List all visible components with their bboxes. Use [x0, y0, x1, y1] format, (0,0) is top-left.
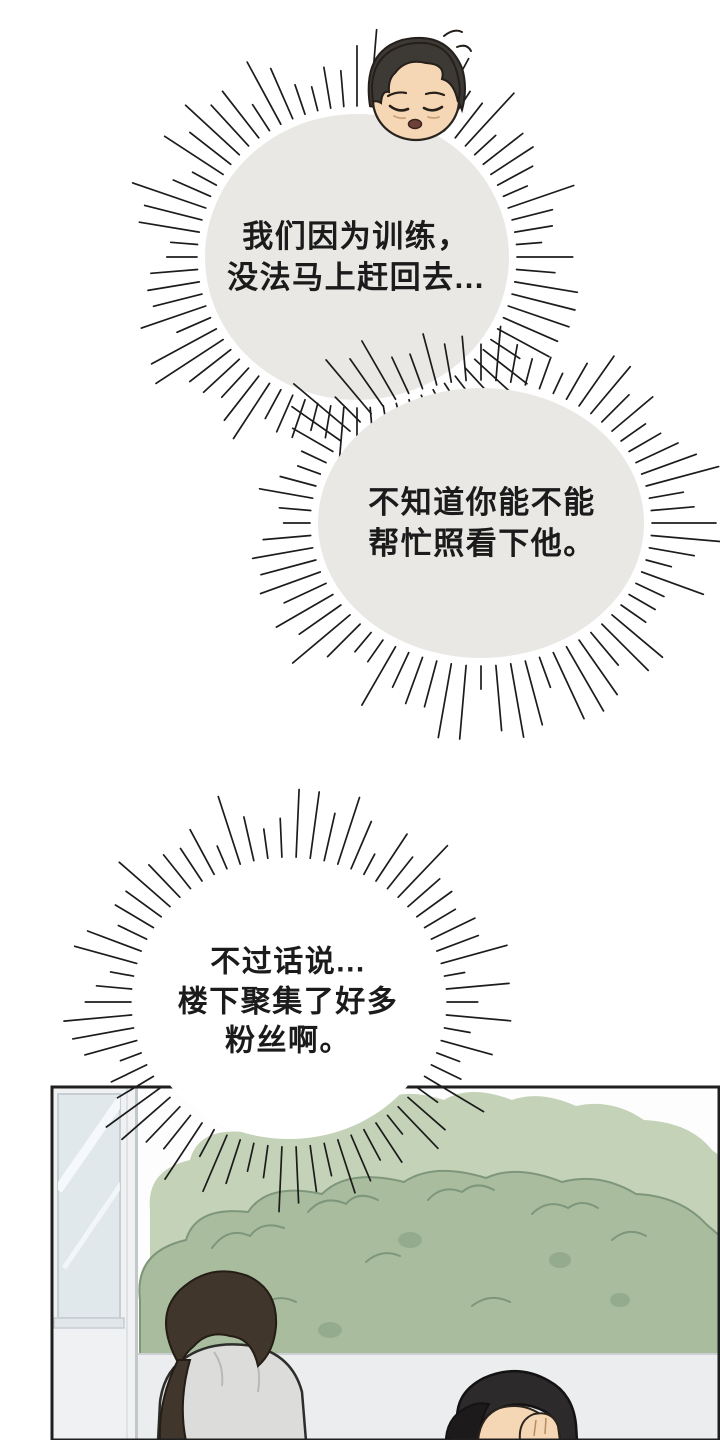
window-sill [53, 1317, 125, 1329]
fan-right-finger-line-1 [533, 1419, 537, 1437]
bush-sketch-lines [211, 1184, 647, 1309]
speech-bubble-2 [251, 325, 720, 740]
bubble-3-fill [139, 865, 439, 1139]
bubble-2-spikes [251, 325, 720, 740]
fan-left [156, 1270, 308, 1440]
caller-face-illustration [367, 29, 472, 142]
scene-panel [50, 1085, 720, 1440]
fan-left-hair-strand [158, 1359, 192, 1440]
fan-right-finger-line-2 [544, 1417, 547, 1435]
bubble-2-fill [318, 388, 644, 658]
fan-right [444, 1369, 579, 1440]
fan-left-hood-fold-1 [213, 1351, 224, 1387]
bubble-1-fill [205, 114, 509, 400]
speech-bubble-3-text: 不过话说... 楼下聚集了好多 粉丝啊。 [178, 943, 399, 1062]
fan-left-hair [165, 1270, 278, 1369]
speech-bubble-3 [63, 788, 512, 1213]
bubble-1-line-1: 我们因为训练， [242, 219, 470, 255]
caller-hair-strand-1 [443, 29, 463, 37]
building-window [57, 1093, 121, 1319]
caller-bangs [371, 41, 461, 105]
caller-eye-right [422, 105, 444, 112]
fan-left-body [156, 1343, 308, 1440]
window-reflections [58, 1095, 120, 1270]
caller-eyebag-right [427, 116, 440, 119]
bubble-3-spikes [63, 788, 512, 1213]
caller-eyebrow-left [386, 91, 408, 98]
caller-eyebag-left [393, 115, 406, 120]
bubble-1-line-2: 没法马上赶回去... [227, 260, 485, 295]
bushes-mid-layer [138, 1169, 719, 1367]
bubble-2-line-2: 帮忙照看下他。 [368, 526, 596, 561]
speech-bubble-2-text: 不知道你能不能 帮忙照看下他。 [368, 483, 596, 565]
caller-mouth [407, 118, 423, 130]
fan-right-hand [518, 1412, 561, 1440]
caller-eyebrow-right [424, 91, 446, 97]
bubble-3-line-1: 不过话说... [210, 945, 366, 979]
speech-bubble-1-text: 我们因为训练， 没法马上赶回去... [227, 217, 485, 299]
bubble-2-line-1: 不知道你能不能 [368, 485, 596, 521]
bubble-3-line-3: 粉丝啊。 [225, 1024, 351, 1058]
bubble-3-line-2: 楼下聚集了好多 [177, 985, 399, 1019]
caller-eye-left [388, 104, 410, 112]
caller-hair-strand-2 [456, 44, 472, 52]
